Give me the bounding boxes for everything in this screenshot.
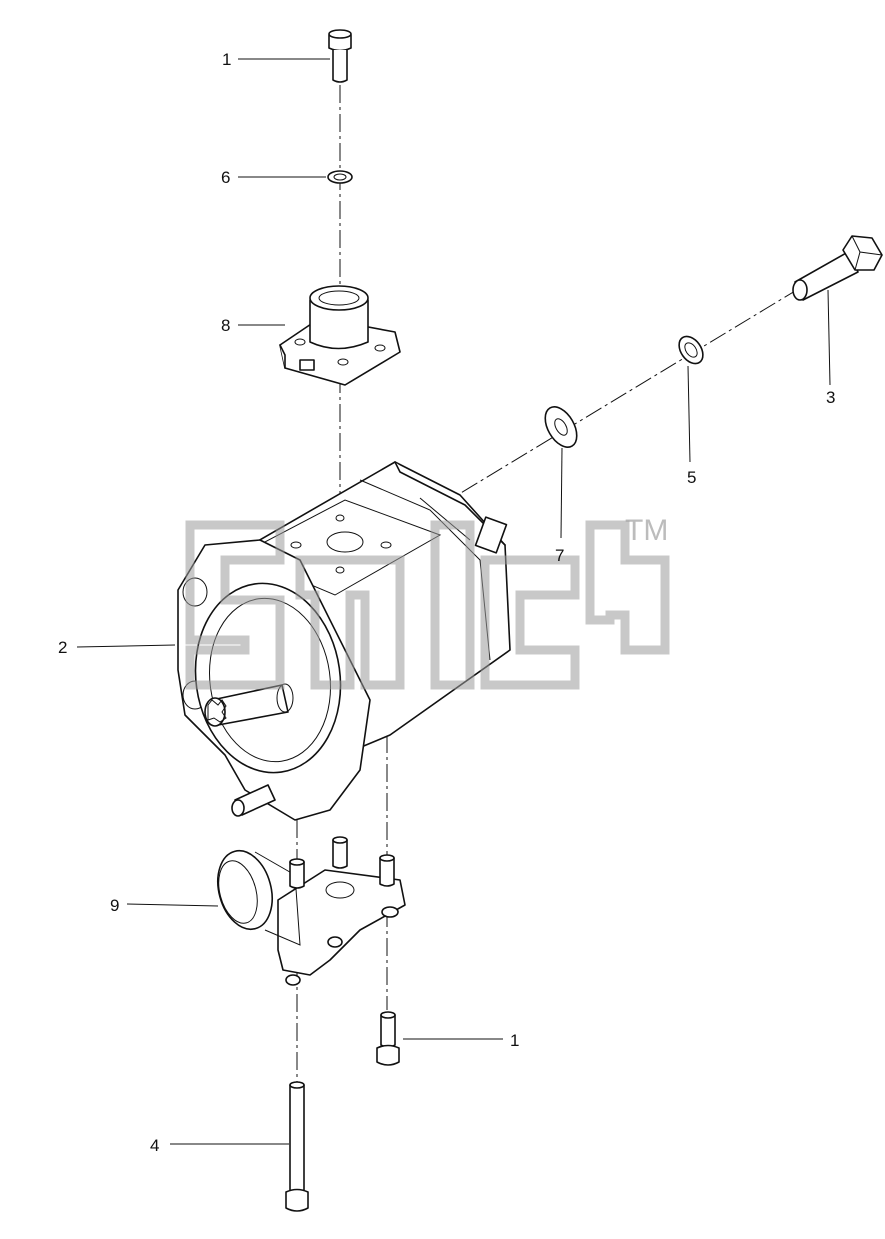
part-7-flat-washer	[544, 406, 578, 448]
callout-2: 2	[58, 638, 67, 657]
watermark-tm: TM	[625, 514, 668, 547]
callout-1-bottom: 1	[510, 1031, 519, 1050]
part-5-washer	[678, 335, 704, 365]
callout-8: 8	[221, 316, 230, 335]
part-9-elbow-fitting	[217, 836, 406, 986]
callout-6: 6	[221, 168, 230, 187]
part-8-flange-fitting	[279, 285, 401, 386]
part-3-hex-bolt	[792, 235, 883, 301]
watermark: TM	[185, 514, 670, 690]
callout-3: 3	[826, 388, 835, 407]
callout-1-top: 1	[222, 50, 231, 69]
part-1-bottom-screw	[376, 1011, 400, 1066]
callout-5: 5	[687, 468, 696, 487]
part-6-lock-washer	[327, 170, 353, 184]
part-4-long-screw	[285, 1081, 309, 1212]
part-1-top-screw	[328, 29, 352, 83]
callout-7: 7	[555, 546, 564, 565]
leader-lines	[76, 58, 831, 1145]
callout-4: 4	[150, 1136, 159, 1155]
callouts: 1 6 8 3 5 7 2 9 1 4	[58, 50, 835, 1155]
callout-9: 9	[110, 896, 119, 915]
